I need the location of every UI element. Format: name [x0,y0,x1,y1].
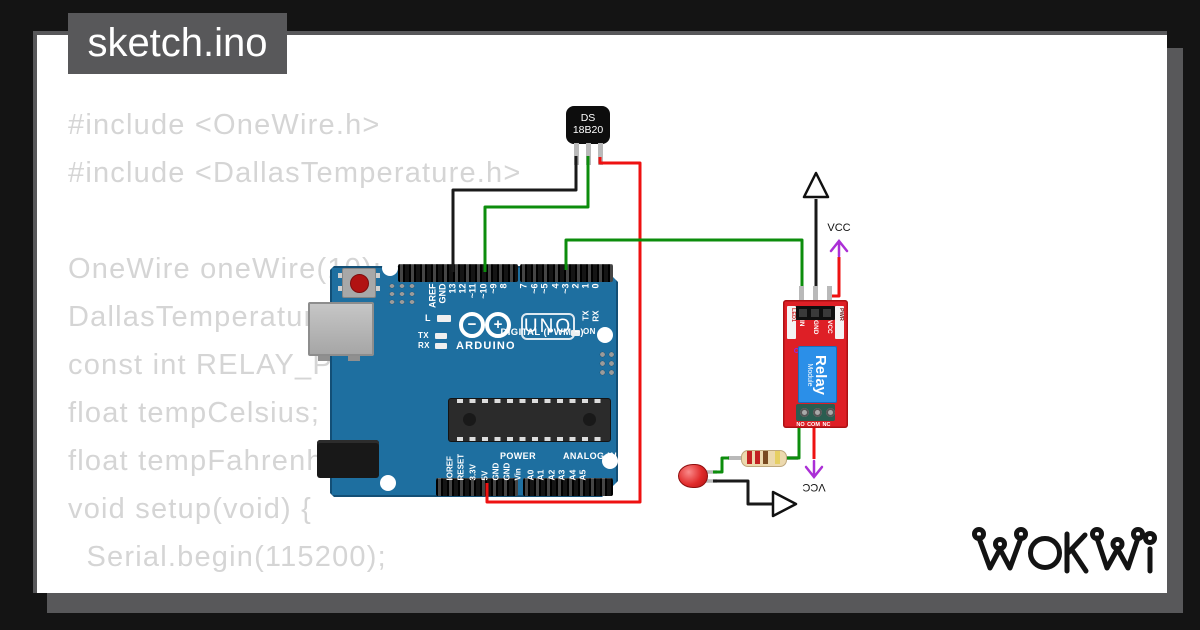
relay-terminal-screw [825,408,835,417]
relay-body [798,346,837,403]
chip-pins-top [457,399,602,403]
mounting-hole [380,475,396,491]
pin-label: A3 [556,469,567,480]
relay-pwr-label: PWR [838,308,844,321]
led-tx-label: TX [418,331,430,340]
led-l-label: L [425,313,431,323]
relay-led1-label: LED1 [790,308,796,323]
pin-label: 3.3V [468,463,478,480]
relay-terminal-label: NC [822,422,831,428]
reset-pin [376,273,380,278]
code-line: #include <OneWire.h> [68,109,381,141]
pin-label: ~5 [539,283,550,294]
pin-label: GND [491,462,501,480]
icsp-pads-left [387,282,417,306]
relay-pwr-box [835,306,844,339]
power-jack [317,440,379,478]
reset-pin [338,273,342,278]
chip-dimple [583,413,596,426]
resistor-band [775,451,780,464]
relay-pin-slot [811,309,819,317]
sensor-leg-data [585,143,591,165]
relay-pin-block [795,306,835,320]
reset-button-cap [349,273,369,293]
ds18b20-label-line1: DS [580,112,596,124]
led-rx-label: RX [418,341,430,350]
usb-foot [318,356,330,361]
mounting-hole [382,260,398,276]
analog-header[interactable] [523,478,613,496]
relay-title: Relay Module [799,349,835,401]
power-header[interactable] [436,478,518,496]
resistor-band [747,451,752,464]
pin-label: A1 [535,469,546,480]
relay-pin-label: IN [798,320,805,327]
sensor-leg-gnd [573,143,579,165]
pin-label: 8 [498,283,509,289]
usb-foot [348,356,360,361]
pin-label: A5 [577,469,588,480]
pin-label: ~11 [467,283,478,298]
reset-button[interactable] [338,268,380,298]
relay-led1-box [787,306,796,339]
relay-pin-slot [823,309,831,317]
relay-pin-label: GND [812,320,819,335]
relay-leg-gnd [813,286,818,310]
relay-pin-label: VCC [826,320,833,334]
reset-pin [338,286,342,291]
arduino-uno-board[interactable]: L TX RX − + ARDUINO UNO ON DIGITAL (PWM … [308,260,618,497]
relay-leg-in [799,286,804,310]
reset-pin [376,286,380,291]
sketch-filename: sketch.ino [87,21,268,65]
relay-terminal-label: COM [807,422,820,428]
resistor[interactable] [741,450,787,467]
arduino-brand: ARDUINO [456,340,516,352]
resistor-band [763,451,768,464]
relay-terminal-screw [812,408,822,417]
pin-label: 5V [480,470,490,480]
ds18b20-body: DS 18B20 [566,106,610,144]
vcc-label-bottom: VCC [802,481,826,493]
pin-label: Vin [513,467,523,480]
led-tx-icon [435,333,447,339]
atmega-chip [448,398,611,442]
pin-label: IOREF [445,455,455,480]
sensor-leg-vdd [597,143,603,165]
chip-pins-bottom [457,437,602,441]
red-led[interactable] [678,464,708,488]
digital-caption: DIGITAL (PWM ~) [500,327,584,338]
relay-pin-slot [799,309,807,317]
resistor-band [755,451,760,464]
relay-leg-vcc [827,286,832,310]
led-l-icon [437,315,451,322]
pin-label: RESET [456,453,466,480]
code-line: void setup(void) { [68,493,313,525]
vcc-label-top: VCC [827,222,851,234]
usb-connector [308,302,374,356]
relay-terminal-screw [799,408,809,417]
code-line: float tempCelsius; [68,397,321,429]
ds18b20-label-line2: 18B20 [572,124,604,136]
relay-title-line2: Module [806,363,814,387]
pin-label: GND [502,462,512,480]
digital-header-left[interactable] [398,264,518,282]
code-line: // delay(2); [68,590,238,593]
chip-dimple [463,413,476,426]
ds18b20-sensor[interactable]: DS 18B20 [566,106,610,168]
wokwi-logo: WOKWI [972,527,1157,574]
pin-label: 7 [518,283,529,289]
relay-title-line1: Relay [812,354,830,396]
relay-terminal-label: NO [796,422,805,428]
digital-header-right[interactable] [520,264,613,282]
sketch-filename-tab: sketch.ino [68,13,287,74]
code-line: Serial.begin(115200); [68,541,387,573]
arduino-logo-minus-icon: − [459,312,485,338]
relay-terminal-block [796,404,835,421]
pin-label: RX [591,310,601,322]
code-line: #include <DallasTemperature.h> [68,157,522,189]
led-rx-icon [435,343,447,349]
icsp-pads-right [598,350,617,378]
